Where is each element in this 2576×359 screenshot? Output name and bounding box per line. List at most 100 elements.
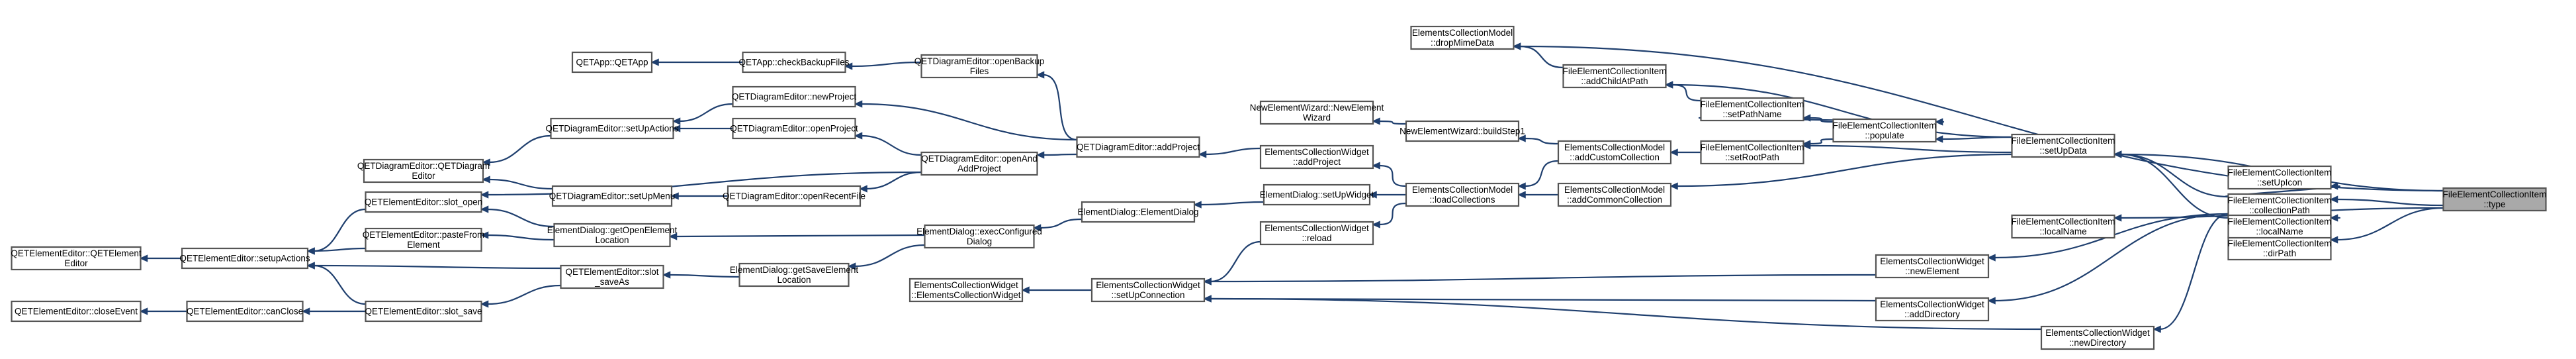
graph-node-label: ::type xyxy=(2483,199,2505,209)
graph-node-box xyxy=(732,85,856,108)
graph-node-newElementWizardBuildStep1[interactable]: NewElementWizard::buildStep1 xyxy=(1399,120,1525,142)
graph-node-label: FileElementCollectionItem xyxy=(2228,217,2332,227)
call-edge-line xyxy=(851,61,922,68)
graph-node-ecwReload[interactable]: ElementsCollectionWidget::reload xyxy=(1259,221,1374,246)
graph-node-label: Location xyxy=(777,275,811,285)
arrowhead-icon xyxy=(1036,151,1045,159)
call-edge xyxy=(306,262,366,305)
graph-node-ecwSetUpConnection[interactable]: ElementsCollectionWidget::setUpConnectio… xyxy=(1090,278,1206,303)
graph-node-qetElementEditorCanClose[interactable]: QETElementEditor::canClose xyxy=(186,300,304,323)
graph-node-label: QETApp::QETApp xyxy=(576,58,648,68)
arrowhead-icon xyxy=(859,185,867,193)
call-edge-line xyxy=(1210,297,1877,302)
graph-node-qetDiagramEditorAddProject[interactable]: QETDiagramEditor::addProject xyxy=(1076,136,1200,158)
graph-node-fecLocalNameInner[interactable]: FileElementCollectionItem::localName xyxy=(2227,214,2332,239)
call-edge-line xyxy=(313,208,366,252)
graph-node-qetElementEditorSlotSaveAs[interactable]: QETElementEditor::slot_saveAs xyxy=(560,264,664,289)
graph-node-fecAddChildAtPath[interactable]: FileElementCollectionItem::addChildAtPat… xyxy=(1562,64,1667,89)
graph-node-qetAppCtor[interactable]: QETApp::QETApp xyxy=(571,51,653,74)
graph-node-ecwNewElement[interactable]: ElementsCollectionWidget::newElement xyxy=(1875,254,1990,279)
call-edge xyxy=(1372,117,1407,125)
graph-node-ecmAddCommonCollection[interactable]: ElementsCollectionModel::addCommonCollec… xyxy=(1557,182,1672,207)
arrowhead-icon xyxy=(1372,221,1380,229)
graph-node-label: ::addChildAtPath xyxy=(1581,76,1648,86)
graph-node-qetElementEditorSlotOpen[interactable]: QETElementEditor::slot_open xyxy=(365,191,483,213)
graph-node-newElementWizardCtor[interactable]: NewElementWizard::NewElementWizard xyxy=(1250,100,1384,125)
graph-node-ecwAddDirectory[interactable]: ElementsCollectionWidget::addDirectory xyxy=(1875,297,1990,322)
call-edge xyxy=(1372,202,1407,229)
graph-node-ecmAddCustomCollection[interactable]: ElementsCollectionModel::addCustomCollec… xyxy=(1557,140,1672,165)
graph-node-elementDialogCtor[interactable]: ElementDialog::ElementDialog xyxy=(1077,201,1199,223)
call-edge-line xyxy=(313,264,561,270)
graph-node-ecmLoadCollections[interactable]: ElementsCollectionModel::loadCollections xyxy=(1405,182,1520,207)
graph-node-label: ::setPathName xyxy=(1722,109,1781,119)
graph-node-box xyxy=(1090,278,1206,303)
graph-node-qetElementEditorSetupActions[interactable]: QETElementEditor::setupActions xyxy=(179,247,310,270)
graph-node-box xyxy=(550,117,674,140)
graph-node-label: ::setUpIcon xyxy=(2257,178,2302,187)
graph-node-elementDialogSetUpWidget[interactable]: ElementDialog::setUpWidget xyxy=(1260,183,1374,206)
graph-node-label: Dialog xyxy=(967,236,992,246)
graph-node-box xyxy=(1562,64,1667,89)
call-edge xyxy=(1802,138,1834,148)
graph-node-qetDiagramEditorNewProject[interactable]: QETDiagramEditor::newProject xyxy=(732,85,857,108)
call-edge-line xyxy=(1676,153,2012,187)
graph-node-label: ElementsCollectionWidget xyxy=(1880,299,1984,309)
graph-node-fecSetRootPath[interactable]: FileElementCollectionItem::setRootPath xyxy=(1700,140,1804,165)
graph-node-box xyxy=(1259,100,1374,125)
graph-node-qetDiagramEditorCtor[interactable]: QETDiagramEditor::QETDiagramEditor xyxy=(357,158,490,183)
graph-node-box xyxy=(920,54,1038,79)
graph-node-type[interactable]: FileElementCollectionItem::type xyxy=(2442,187,2547,212)
call-edge-line xyxy=(2120,153,2229,219)
arrowhead-icon xyxy=(1368,191,1377,199)
call-edge xyxy=(844,61,922,70)
graph-node-qetElementEditorCtor[interactable]: QETElementEditor::QETElementEditor xyxy=(11,246,142,271)
graph-node-label: AddProject xyxy=(957,164,1001,174)
call-edge-line xyxy=(313,247,366,252)
graph-node-label: QETElementEditor::slot_save xyxy=(365,307,482,317)
graph-node-label: QETDiagramEditor::openProject xyxy=(730,124,858,134)
graph-node-fecSetUpIcon[interactable]: FileElementCollectionItem::setUpIcon xyxy=(2227,165,2332,190)
graph-node-ecwAddProject[interactable]: ElementsCollectionWidget::addProject xyxy=(1259,144,1374,170)
call-edge-line xyxy=(2336,198,2444,207)
graph-node-qetAppCheckBackupFiles[interactable]: QETApp::checkBackupFiles xyxy=(738,51,850,74)
arrowhead-icon xyxy=(854,132,863,140)
arrowhead-icon xyxy=(1203,278,1212,285)
graph-node-fecDirPath[interactable]: FileElementCollectionItem::dirPath xyxy=(2227,236,2332,261)
graph-node-fecSetUpData[interactable]: FileElementCollectionItem::setUpData xyxy=(2011,133,2115,158)
graph-node-label: QETDiagramEditor::setUpActions xyxy=(545,124,678,134)
arrowhead-icon xyxy=(1669,182,1678,190)
graph-node-qetDiagramEditorSetUpMenu[interactable]: QETDiagramEditor::setUpMenu xyxy=(549,185,676,207)
graph-node-label: NewElementWizard::buildStep1 xyxy=(1399,127,1525,136)
arrowhead-icon xyxy=(2113,214,2122,222)
graph-node-fecSetPathName[interactable]: FileElementCollectionItem::setPathName xyxy=(1700,97,1804,122)
graph-node-ecwCtor[interactable]: ElementsCollectionWidget::ElementsCollec… xyxy=(909,278,1024,303)
call-edge-line xyxy=(1524,137,1559,145)
graph-node-qetDiagramEditorSetUpActions[interactable]: QETDiagramEditor::setUpActions xyxy=(545,117,679,140)
graph-node-label: ElementDialog::setUpWidget xyxy=(1260,190,1374,200)
call-edge-line xyxy=(861,134,922,156)
graph-node-qetElementEditorCloseEvent[interactable]: QETElementEditor::closeEvent xyxy=(11,300,142,323)
graph-node-fecPopulate[interactable]: FileElementCollectionItem::populate xyxy=(1832,118,1937,143)
graph-node-qetDiagramEditorOpenProject[interactable]: QETDiagramEditor::openProject xyxy=(730,117,858,140)
graph-node-qetElementEditorSlotSave[interactable]: QETElementEditor::slot_save xyxy=(365,300,482,323)
graph-node-label: ::dirPath xyxy=(2263,248,2296,258)
call-edge-line xyxy=(1519,45,1564,69)
graph-node-fecLocalNameOuter[interactable]: FileElementCollectionItem::localName xyxy=(2011,214,2115,239)
arrowhead-icon xyxy=(1517,191,1526,199)
call-edge xyxy=(306,262,561,270)
call-edge xyxy=(1669,153,2012,190)
graph-node-label: ElementsCollectionWidget xyxy=(1880,256,1984,266)
graph-node-qetDiagramEditorOpenRecentFile[interactable]: QETDiagramEditor::openRecentFile xyxy=(723,185,866,207)
graph-node-ecwNewDirectory[interactable]: ElementsCollectionWidget::newDirectory xyxy=(2040,325,2155,350)
call-edge-line xyxy=(1378,202,1407,226)
arrowhead-icon xyxy=(1193,201,1202,209)
graph-node-fecCollectionPath[interactable]: FileElementCollectionItem::collectionPat… xyxy=(2227,193,2332,218)
graph-node-ecmDropMimeData[interactable]: ElementsCollectionModel::dropMimeData xyxy=(1410,25,1515,50)
